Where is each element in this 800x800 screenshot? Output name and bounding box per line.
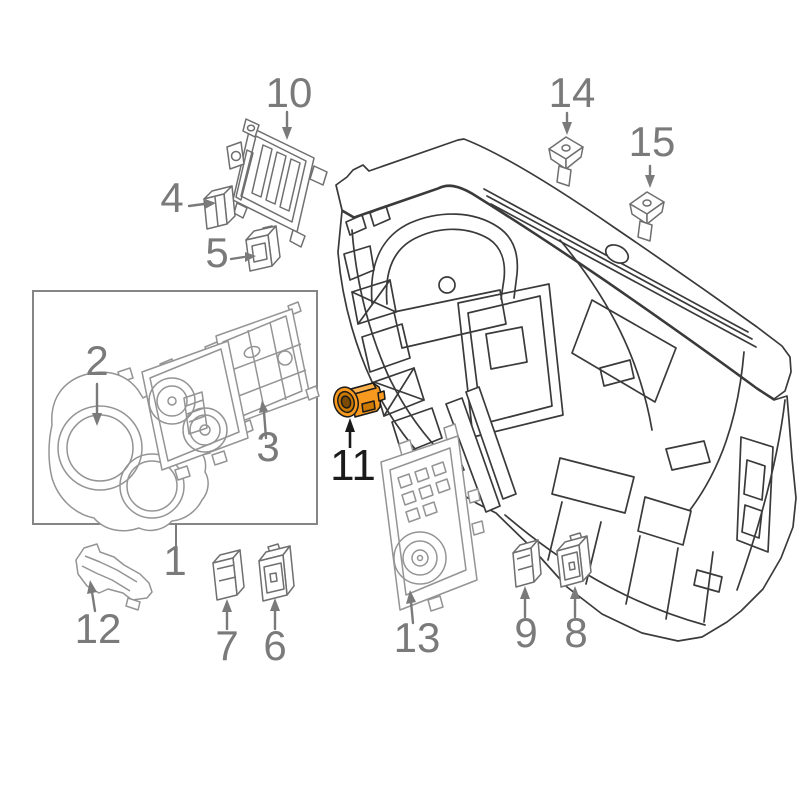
part-label-13: 13 [394,614,441,661]
arrowhead-13 [406,590,416,604]
part-label-9: 9 [514,609,537,656]
part-label-12: 12 [75,605,122,652]
arrowhead-8 [570,586,580,599]
part-9-switch-drawing [512,539,542,588]
part-7-switch-drawing [212,549,245,601]
part-label-15: 15 [629,118,676,165]
part-label-3: 3 [256,423,279,470]
arrow-3 [262,410,268,440]
arrowhead-11 [345,418,355,432]
part-label-6: 6 [263,622,286,669]
arrowhead-7 [222,599,232,612]
arrowhead-10 [282,127,292,140]
arrowhead-6 [270,598,280,611]
arrow-5 [229,255,246,261]
part-8-switch-drawing [556,532,592,588]
part-12-bracket-drawing [75,543,153,611]
cluster-box-group [32,290,320,547]
part-3-cluster-drawing [141,301,320,481]
part-label-4: 4 [160,174,183,221]
part-13-heater-control-drawing [380,423,485,612]
part-label-11-highlighted: 11 [330,441,376,490]
part-5-switch-drawing [245,225,281,272]
part-6-switch-drawing [258,543,295,602]
arrow-4 [187,202,206,208]
arrowhead-4 [205,199,216,209]
part-11-highlighted-socket-drawing [332,382,386,418]
arrowhead-5 [245,252,256,262]
part-label-7: 7 [215,622,238,669]
arrowhead-2 [92,413,102,426]
arrow-13 [409,600,415,625]
callout-arrowheads-gray [87,122,655,612]
arrowhead-3 [259,400,268,413]
part-4-switch-drawing [203,185,236,230]
part-label-14: 14 [549,69,596,116]
arrowhead-15 [645,175,655,188]
dashboard-body-drawing [335,138,797,642]
part-label-2: 2 [85,337,108,384]
arrowhead-14 [562,122,572,135]
part-label-1: 1 [163,537,186,584]
part-label-10: 10 [266,69,313,116]
part-10-bracket-drawing [226,118,328,248]
callout-labels: 1 2 3 4 5 6 7 8 9 10 11 12 13 14 15 [75,69,676,669]
arrow-12 [90,590,97,613]
callout-arrows-gray [90,110,652,631]
arrowhead-12 [87,580,97,594]
callout-arrow-11-black [345,418,355,448]
part-label-5: 5 [205,229,228,276]
part-14-clip-drawing [548,136,584,187]
arrowhead-9 [520,586,530,599]
part-15-clip-drawing [629,191,665,242]
part-label-8: 8 [564,609,587,656]
